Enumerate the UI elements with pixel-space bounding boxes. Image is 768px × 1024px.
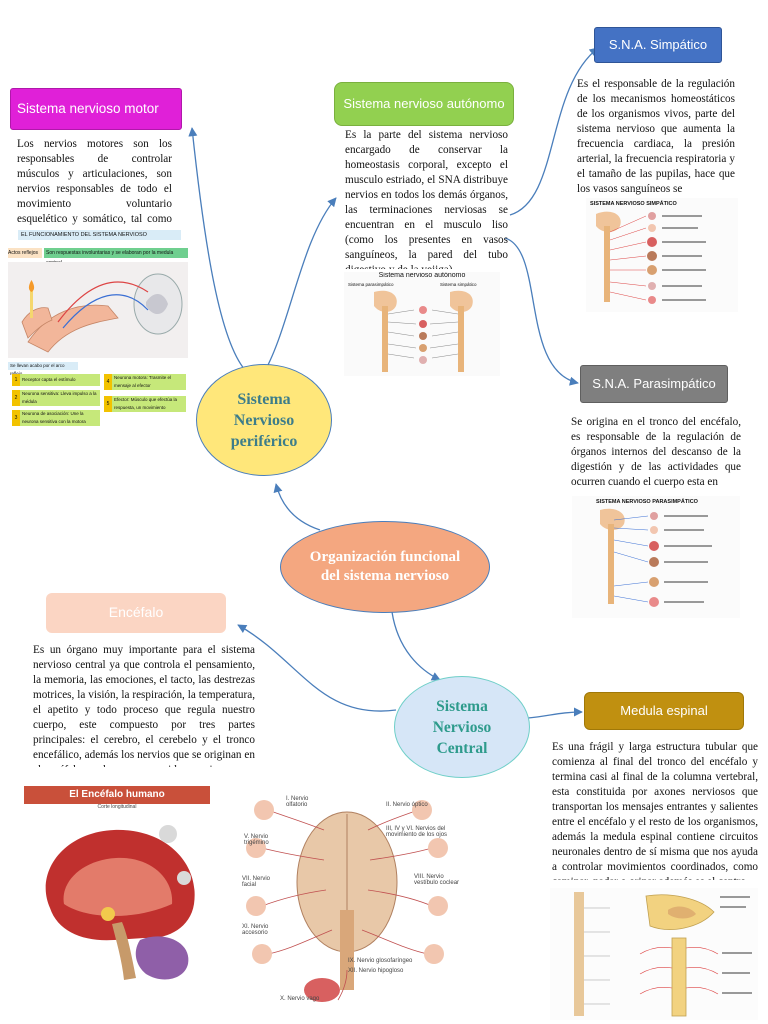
line-snc-to-medula — [527, 707, 583, 719]
snp-node[interactable]: Sistema Nervioso periférico — [196, 364, 332, 476]
reflex-arm-illustration — [8, 262, 188, 358]
central-node[interactable]: Organización funcional del sistema nervi… — [280, 521, 490, 613]
cranial-illustration — [246, 800, 448, 1002]
reflex-step-4: 4 Neurona motora: Trasmite el mensaje al… — [104, 374, 186, 390]
autonomo-fig-left: Sistema parasimpático — [348, 282, 394, 287]
reflex-figure: EL FUNCIONAMIENTO DEL SISTEMA NERVIOSO A… — [8, 228, 188, 428]
simpatico-illustration — [596, 211, 706, 304]
line-central-to-snp — [273, 483, 321, 531]
reflex-desc: Son respuestas involuntarias y se elabor… — [44, 248, 188, 266]
encefalo-label-text: Encéfalo — [108, 604, 164, 621]
cranial-label-5: VII. Nervio facial — [242, 876, 271, 888]
medula-label-text: Medula espinal — [620, 702, 708, 718]
reflex-step-4-text: Neurona motora: Trasmite el mensaje al e… — [112, 374, 186, 390]
reflex-step-1-text: Receptor capta el estímulo — [20, 374, 100, 386]
parasimpatico-figure: SISTEMA NERVIOSO PARASIMPÁTICO — [572, 496, 740, 618]
brain-illustration — [45, 825, 195, 980]
cranial-label-8: IX. Nervio glosofaríngeo — [348, 958, 413, 964]
reflex-step-3: 3 Neurona de asociación: Une la neurona … — [12, 410, 100, 426]
line-central-to-snc — [391, 611, 441, 681]
line-autonomo-to-simpatico — [509, 47, 599, 216]
snc-title: Sistema Nervioso Central — [432, 697, 492, 757]
reflex-step-5: 5 Efector: Músculo que efectúa la respue… — [104, 396, 186, 412]
autonomo-label[interactable]: Sistema nervioso autónomo — [334, 82, 514, 126]
cranial-label-6: VIII. Nervio vestíbulo coclear — [414, 874, 460, 886]
simpatico-figure: SISTEMA NERVIOSO SIMPÁTICO — [586, 198, 738, 312]
autonomo-figure: Sistema nervioso autónomo Sistema parasi… — [344, 272, 500, 376]
cranial-label-10: X. Nervio vago — [280, 996, 320, 1002]
motor-label-text: Sistema nervioso motor — [17, 100, 159, 116]
parasimpatico-label-text: S.N.A. Parasimpático — [592, 375, 716, 391]
line-autonomo-to-parasimpatico — [504, 237, 579, 386]
reflex-tag: Actos reflejos — [8, 248, 42, 258]
medula-figure — [550, 888, 758, 1020]
autonomo-illustration — [374, 290, 473, 372]
reflex-step-1: 1 Receptor capta el estímulo — [12, 374, 100, 386]
snc-node[interactable]: Sistema Nervioso Central — [394, 676, 530, 778]
line-snp-to-autonomo — [261, 197, 337, 377]
motor-label[interactable]: Sistema nervioso motor — [10, 88, 182, 130]
reflex-sub: Se llevan acabo por el arco reflejo — [8, 362, 78, 376]
reflex-step-2-text: Neurona sensitiva: Lleva impulso a la mé… — [20, 390, 100, 406]
cranial-label-1: I. Nervio olfatorio — [286, 796, 309, 808]
reflex-step-3-text: Neurona de asociación: Une la neurona se… — [20, 410, 100, 426]
motor-text: Los nervios motores son los responsables… — [17, 138, 172, 225]
parasimpatico-figure-title: SISTEMA NERVIOSO PARASIMPÁTICO — [596, 499, 698, 505]
simpatico-label-text: S.N.A. Simpático — [608, 36, 708, 52]
simpatico-text: Es el responsable de la regulación de lo… — [577, 78, 735, 195]
encefalo-figure: El Encéfalo humano Corte longitudinal — [24, 786, 210, 1006]
snp-title: Sistema Nervioso periférico — [230, 390, 298, 450]
cranial-label-2: II. Nervio óptico — [386, 802, 428, 808]
autonomo-figure-title: Sistema nervioso autónomo — [378, 272, 466, 279]
autonomo-text: Es la parte del sistema nervioso encarga… — [345, 129, 508, 269]
line-snc-to-encefalo — [237, 624, 397, 712]
parasimpatico-illustration — [600, 508, 712, 607]
parasimpatico-label[interactable]: S.N.A. Parasimpático — [580, 365, 728, 403]
parasimpatico-text: Se origina en el tronco del encéfalo, es… — [571, 416, 741, 488]
autonomo-label-text: Sistema nervioso autónomo — [343, 95, 505, 111]
simpatico-figure-title: SISTEMA NERVIOSO SIMPÁTICO — [590, 201, 677, 207]
central-title: Organización funcional del sistema nervi… — [309, 549, 461, 584]
simpatico-label[interactable]: S.N.A. Simpático — [594, 27, 722, 63]
cranial-nerves-figure: I. Nervio olfatorio II. Nervio óptico II… — [228, 790, 466, 1008]
cranial-label-7: XI. Nervio accesorio — [242, 924, 269, 936]
reflex-step-2: 2 Neurona sensitiva: Lleva impulso a la … — [12, 390, 100, 406]
encefalo-figure-subtitle: Corte longitudinal — [97, 804, 137, 810]
cranial-label-3: III, IV y VI. Nervios del movimiento de … — [386, 826, 448, 838]
medula-text: Es una frágil y larga estructura tubular… — [552, 741, 758, 880]
reflex-step-5-text: Efector: Músculo que efectúa la respuest… — [112, 396, 186, 412]
medula-label[interactable]: Medula espinal — [584, 692, 744, 730]
line-snp-to-motor — [188, 127, 246, 371]
autonomo-fig-right: Sistema simpático — [440, 282, 477, 287]
spinal-illustration — [550, 888, 758, 1020]
cranial-label-9: XII. Nervio hipogloso — [348, 968, 404, 974]
encefalo-figure-title: El Encéfalo humano — [24, 786, 210, 804]
reflex-figure-title: EL FUNCIONAMIENTO DEL SISTEMA NERVIOSO — [18, 230, 181, 240]
encefalo-text: Es un órgano muy importante para el sist… — [33, 644, 255, 767]
cranial-label-4: V. Nervio trigémino — [244, 834, 269, 846]
encefalo-label[interactable]: Encéfalo — [46, 593, 226, 633]
